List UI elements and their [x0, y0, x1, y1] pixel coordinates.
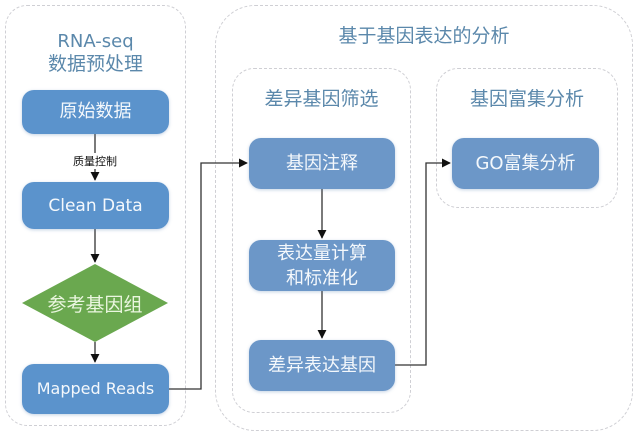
panel-deg-screening: [232, 68, 411, 413]
reference-genome-diamond: [22, 264, 168, 342]
node-mapped-reads[interactable]: Mapped Reads: [22, 364, 169, 414]
panel-enrichment: [436, 68, 618, 208]
node-clean-data[interactable]: Clean Data: [22, 182, 169, 229]
node-deg-label: 差异表达基因: [268, 354, 376, 376]
preprocess-title-line2: 数据预处理: [47, 53, 143, 75]
node-gene-annotation[interactable]: 基因注释: [249, 138, 395, 189]
node-clean-data-label: Clean Data: [48, 195, 143, 216]
edge-deg-to-go: [395, 158, 451, 366]
expression-analysis-title: 基于基因表达的分析: [338, 25, 510, 47]
deg-screening-title: 差异基因筛选: [264, 88, 379, 110]
node-expression-calc-line2: 和标准化: [286, 267, 358, 289]
node-gene-annotation-label: 基因注释: [286, 152, 358, 174]
enrichment-title: 基因富集分析: [469, 88, 584, 110]
panel-preprocessing: [5, 5, 186, 426]
node-expression-calc[interactable]: 表达量计算 和标准化: [249, 240, 395, 291]
quality-control-label: 质量控制: [72, 153, 118, 169]
node-deg[interactable]: 差异表达基因: [249, 340, 395, 391]
node-go-enrichment[interactable]: GO富集分析: [452, 138, 599, 189]
node-go-enrichment-label: GO富集分析: [475, 152, 576, 174]
panel-expression-analysis: [215, 5, 633, 431]
node-expression-calc-line1: 表达量计算: [277, 242, 367, 264]
node-raw-data-label: 原始数据: [59, 101, 132, 122]
node-reference-genome-label[interactable]: 参考基因组: [47, 294, 143, 316]
preprocess-title-line1: RNA-seq: [57, 31, 134, 52]
node-mapped-reads-label: Mapped Reads: [36, 379, 155, 398]
edge-mapped-to-annotation: [169, 158, 248, 390]
node-raw-data[interactable]: 原始数据: [22, 90, 169, 134]
